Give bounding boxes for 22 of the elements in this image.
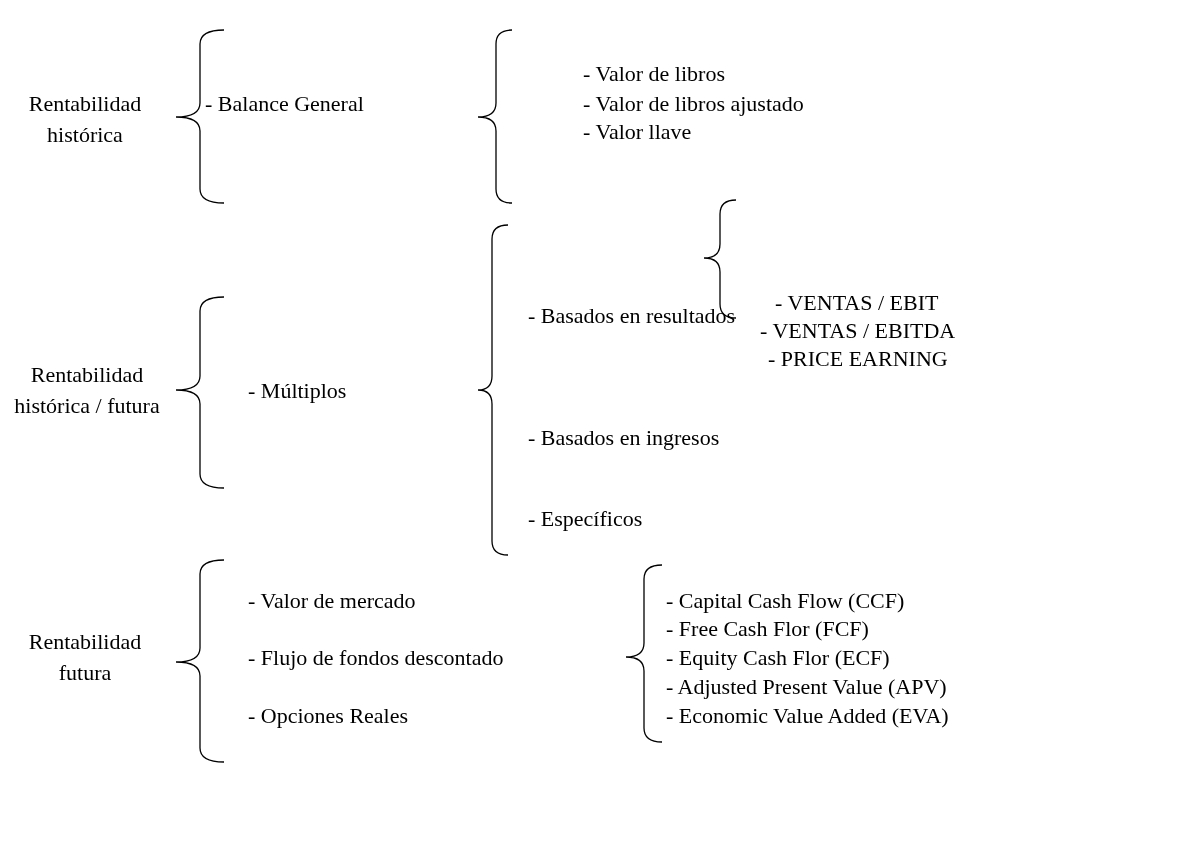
- list-item: - Múltiplos: [248, 376, 347, 405]
- list-item: - Free Cash Flor (FCF): [666, 614, 869, 643]
- list-item: - Balance General: [205, 89, 364, 118]
- list-item: - Adjusted Present Value (APV): [666, 672, 947, 701]
- list-item: - VENTAS / EBITDA: [760, 316, 956, 345]
- list-item: - Capital Cash Flow (CCF): [666, 586, 905, 615]
- list-item: - VENTAS / EBIT: [775, 288, 939, 317]
- list-item: - PRICE EARNING: [768, 344, 948, 373]
- list-item: - Economic Value Added (EVA): [666, 701, 949, 730]
- list-item: - Valor de libros: [583, 59, 725, 88]
- list-item: - Flujo de fondos descontado: [248, 643, 504, 672]
- list-item: - Específicos: [528, 504, 643, 533]
- list-item: - Opciones Reales: [248, 701, 409, 730]
- list-item: - Valor llave: [583, 117, 692, 146]
- list-item: - Valor de libros ajustado: [583, 89, 804, 118]
- category-label: Rentabilidad histórica: [27, 90, 143, 149]
- category-label: Rentabilidad histórica / futura: [13, 361, 161, 420]
- list-item: - Basados en ingresos: [528, 423, 720, 452]
- list-item: - Basados en resultados: [528, 301, 736, 330]
- list-item: - Equity Cash Flor (ECF): [666, 643, 890, 672]
- list-item: - Valor de mercado: [248, 586, 416, 615]
- category-label: Rentabilidad futura: [27, 628, 143, 687]
